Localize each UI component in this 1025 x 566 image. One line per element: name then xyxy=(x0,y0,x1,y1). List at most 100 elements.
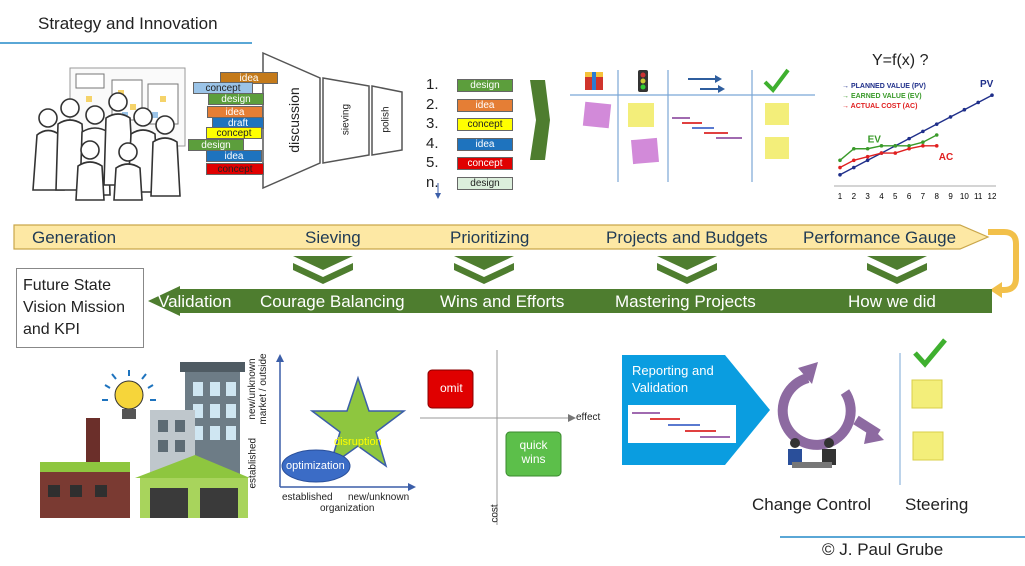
stage-projects-budgets: Projects and Budgets xyxy=(606,228,768,247)
x-tick-label: 12 xyxy=(988,192,997,201)
data-point xyxy=(838,158,842,163)
x-tick-label: 9 xyxy=(948,192,953,201)
portfolio-x-axis-label: organization xyxy=(320,503,375,514)
future-state-box: Future State Vision Mission and KPI xyxy=(16,268,144,348)
data-point xyxy=(893,151,898,155)
change-control-cycle xyxy=(777,362,884,468)
reporting-validation xyxy=(622,355,770,465)
factory-illustration xyxy=(40,362,250,518)
x-tick-label: 6 xyxy=(907,192,912,201)
data-point xyxy=(852,158,856,163)
portfolio-y-axis-label: new/unknown market / outside xyxy=(247,353,269,425)
data-point xyxy=(865,158,870,163)
idea-tag: concept xyxy=(206,127,262,139)
priority-board xyxy=(570,68,815,182)
series-line xyxy=(839,94,993,176)
stage-validation: Validation xyxy=(158,292,232,311)
data-point xyxy=(879,144,884,148)
x-tick-label: 2 xyxy=(852,192,857,201)
copyright: © J. Paul Grube xyxy=(822,540,944,559)
data-point xyxy=(852,165,856,170)
people-illustration xyxy=(32,67,186,201)
stage-courage-balancing: Courage Balancing xyxy=(260,292,405,311)
change-control-label: Change Control xyxy=(752,495,872,514)
stage-performance-gauge: Performance Gauge xyxy=(803,228,957,247)
x-tick-label: 10 xyxy=(960,192,969,201)
x-tick-label: 1 xyxy=(838,192,843,201)
rank-number: 5. xyxy=(426,154,439,171)
data-point xyxy=(976,100,980,105)
rank-number: 4. xyxy=(426,134,439,152)
data-point xyxy=(907,136,911,141)
funnel-label-polish: polish xyxy=(380,106,392,133)
top-process-banner xyxy=(13,224,990,250)
series-label: PV xyxy=(980,79,994,90)
data-point xyxy=(879,151,884,155)
portfolio-y-low-label: established xyxy=(247,437,259,489)
funnel xyxy=(262,51,403,190)
stage-how-we-did: How we did xyxy=(848,292,936,311)
x-tick-label: 11 xyxy=(974,192,983,201)
rank-number: 3. xyxy=(426,115,439,132)
data-point xyxy=(990,93,994,98)
stage-mastering-projects: Mastering Projects xyxy=(615,292,756,311)
data-point xyxy=(934,133,939,137)
stage-sieving: Sieving xyxy=(305,228,361,247)
data-point xyxy=(907,146,911,151)
data-point xyxy=(852,146,856,151)
idea-tag: concept xyxy=(206,163,264,175)
data-point xyxy=(948,115,953,119)
legend-entry: → EARNED VALUE (EV) xyxy=(842,93,922,100)
idea-tag: design xyxy=(208,93,264,105)
legend-entry: → ACTUAL COST (AC) xyxy=(842,103,918,110)
funnel-label-sieving: sieving xyxy=(340,103,352,136)
prioritize-chevron xyxy=(530,80,550,160)
portfolio-x-high-label: new/unknown xyxy=(348,492,410,503)
series-line xyxy=(839,134,938,161)
series-label: EV xyxy=(868,135,882,146)
funnel-label-discussion: discussion xyxy=(286,87,302,153)
x-tick-label: 7 xyxy=(921,192,926,201)
page-title: Strategy and Innovation xyxy=(38,14,218,33)
data-point xyxy=(962,107,967,112)
header-divider xyxy=(0,42,252,44)
x-tick-label: 5 xyxy=(893,192,898,201)
portfolio-x-low-label: established xyxy=(282,492,333,503)
data-point xyxy=(865,154,870,159)
data-point xyxy=(838,165,842,170)
footer-divider xyxy=(780,536,1025,538)
series-line xyxy=(839,145,937,169)
bottom-process-banner xyxy=(150,289,992,313)
stage-chevrons xyxy=(293,256,927,284)
effect-axis-label: effect xyxy=(576,412,601,423)
stage-prioritizing: Prioritizing xyxy=(450,228,530,247)
data-point xyxy=(838,172,842,177)
x-tick-label: 3 xyxy=(865,192,870,201)
idea-tag: idea xyxy=(206,150,262,162)
x-tick-label: 4 xyxy=(879,192,884,201)
reporting-label: Reporting and Validation xyxy=(632,363,714,395)
data-point xyxy=(893,144,898,148)
stage-wins-efforts: Wins and Efforts xyxy=(440,292,565,311)
omit-label: omit xyxy=(440,381,463,395)
rank-item: design xyxy=(457,79,513,92)
stage-generation: Generation xyxy=(32,228,117,247)
steering-board xyxy=(899,338,947,485)
loop-connector xyxy=(988,229,1019,293)
rank-number: n. xyxy=(426,173,439,191)
optimization-label: optimization xyxy=(286,460,345,472)
data-point xyxy=(865,146,870,151)
disruption-label: disruption xyxy=(334,436,382,448)
data-point xyxy=(921,140,925,145)
rank-number: 1. xyxy=(426,76,439,93)
data-point xyxy=(934,122,939,126)
data-point xyxy=(921,144,925,148)
series-label: AC xyxy=(939,152,953,163)
cost-axis-label: cost xyxy=(489,504,501,523)
rank-item: idea xyxy=(457,98,513,112)
rank-item: design xyxy=(457,176,513,190)
data-point xyxy=(921,129,925,134)
rank-item: idea xyxy=(457,137,513,151)
quick-wins-label: quick wins xyxy=(519,438,548,466)
